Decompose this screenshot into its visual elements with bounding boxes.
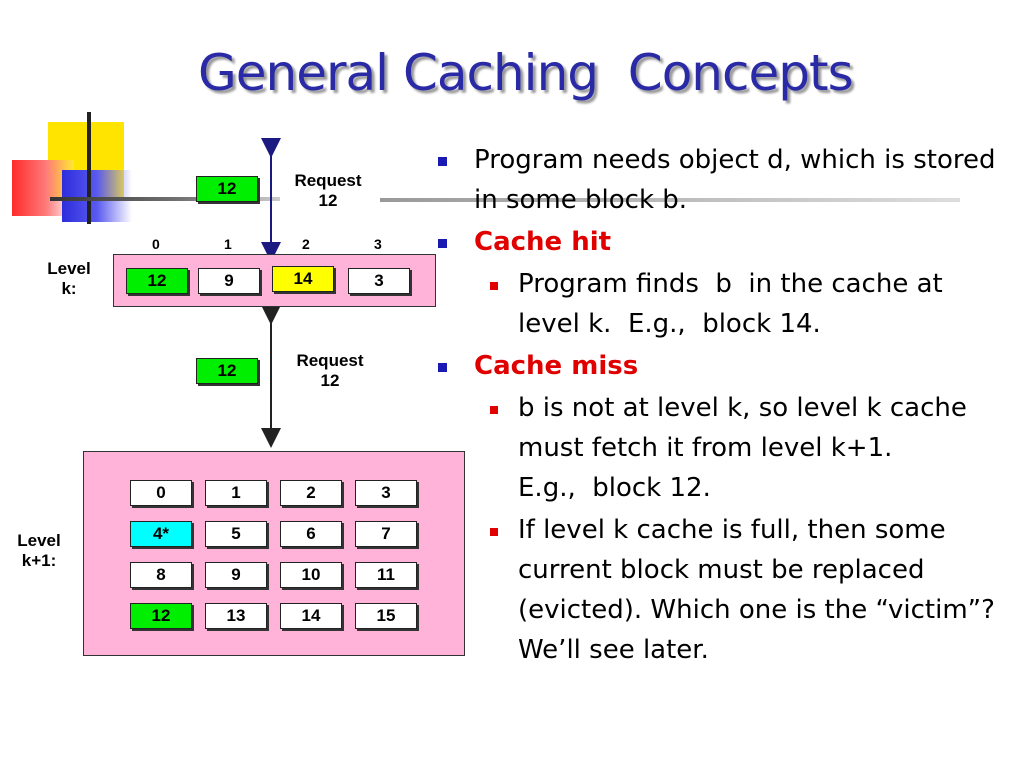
level-k1-block: 14	[280, 603, 342, 629]
level-k-block-2: 14	[272, 266, 334, 292]
bullet-list: Program needs object d, which is stored …	[438, 140, 998, 672]
slide-title: General Caching Concepts	[198, 44, 854, 102]
level-k-index-3: 3	[374, 236, 382, 252]
level-k1-block: 0	[130, 480, 192, 506]
level-k-index-0: 0	[152, 236, 160, 252]
cache-miss-heading: Cache miss	[474, 351, 639, 381]
decor-vertical-line	[87, 112, 91, 224]
level-k1-block: 1	[205, 480, 267, 506]
level-k-label-line1: Level	[47, 259, 91, 278]
decor-blue-block	[62, 170, 132, 222]
request-mid-block: 12	[196, 358, 258, 384]
sub-bullet-square-icon	[490, 406, 498, 414]
level-k1-label-line1: Level	[17, 531, 61, 550]
request-top-label-line2: 12	[318, 191, 338, 210]
level-k1-label: Level k+1:	[4, 531, 74, 571]
sub-bullet-miss-1: b is not at level k, so level k cache mu…	[438, 388, 998, 508]
request-top-label: Request 12	[282, 171, 374, 211]
level-k1-block: 15	[355, 603, 417, 629]
level-k1-block: 11	[355, 562, 417, 588]
bullet-cache-hit: Cache hit	[438, 222, 998, 262]
level-k1-block: 13	[205, 603, 267, 629]
level-k1-block: 3	[355, 480, 417, 506]
cache-hit-heading: Cache hit	[474, 227, 612, 257]
sub-bullet-text: Program finds b in the cache at level k.…	[518, 269, 951, 339]
bullet-cache-miss: Cache miss	[438, 346, 998, 386]
sub-bullet-square-icon	[490, 282, 498, 290]
bullet-square-icon	[438, 363, 447, 372]
level-k1-block: 9	[205, 562, 267, 588]
level-k1-block: 10	[280, 562, 342, 588]
request-mid-label: Request 12	[284, 351, 376, 391]
decor-horizontal-line	[50, 197, 280, 201]
level-k1-block: 8	[130, 562, 192, 588]
level-k-label: Level k:	[30, 259, 108, 299]
request-top-block: 12	[196, 176, 258, 202]
level-k1-block: 7	[355, 521, 417, 547]
request-mid-label-line2: 12	[320, 371, 340, 390]
level-k-index-2: 2	[302, 236, 310, 252]
level-k-block-3: 3	[348, 268, 410, 294]
level-k1-block: 6	[280, 521, 342, 547]
level-k1-block: 5	[205, 521, 267, 547]
decor-horizontal-line-right	[380, 198, 960, 202]
level-k1-block: 2	[280, 480, 342, 506]
sub-bullet-square-icon	[490, 528, 498, 536]
request-top-label-line1: Request	[294, 171, 362, 190]
bullet-square-icon	[438, 157, 447, 166]
sub-bullet-hit: Program finds b in the cache at level k.…	[438, 264, 998, 344]
level-k-label-line2: k:	[61, 279, 77, 298]
bullet-text: Program needs object d, which is stored …	[474, 145, 996, 215]
sub-bullet-miss-2: If level k cache is full, then some curr…	[438, 510, 998, 670]
level-k-index-1: 1	[224, 236, 232, 252]
bullet-program-needs: Program needs object d, which is stored …	[438, 140, 998, 220]
bullet-square-icon	[438, 239, 447, 248]
level-k-block-0: 12	[126, 268, 188, 294]
level-k1-block-marked: 4*	[130, 521, 192, 547]
sub-bullet-text: If level k cache is full, then some curr…	[518, 515, 995, 665]
level-k1-label-line2: k+1:	[21, 551, 57, 570]
level-k1-block-requested: 12	[130, 603, 192, 629]
request-mid-label-line1: Request	[296, 351, 364, 370]
sub-bullet-text: b is not at level k, so level k cache mu…	[518, 393, 1024, 503]
level-k-block-1: 9	[198, 268, 260, 294]
